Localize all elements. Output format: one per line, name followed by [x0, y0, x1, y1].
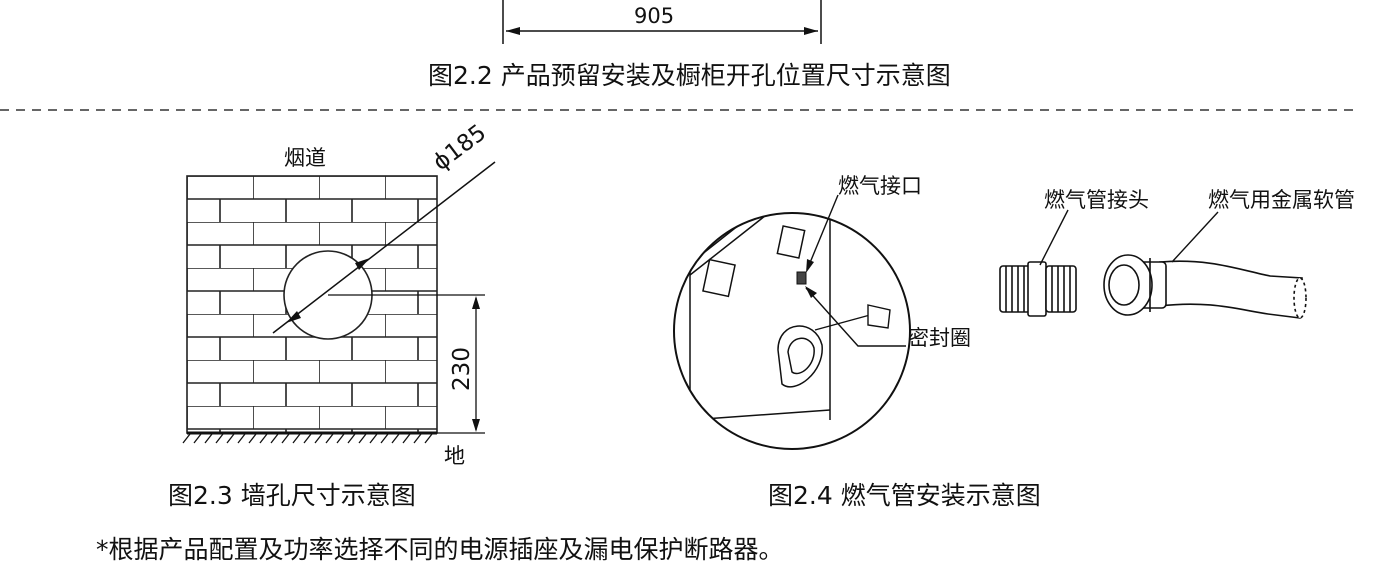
fitting-leader: [1039, 209, 1069, 266]
gas-inlet-detail: [673, 212, 911, 450]
diameter-leader: [272, 161, 496, 334]
fig22-caption: 图2.2 产品预留安装及橱柜开孔位置尺寸示意图: [428, 61, 951, 90]
hose-leader: [1171, 211, 1219, 263]
fig22-dimension: [502, 0, 822, 44]
fig22-dimension-value: 905: [634, 4, 675, 28]
fig24-caption: 图2.4 燃气管安装示意图: [768, 481, 1041, 510]
fitting-label: 燃气管接头: [1044, 188, 1149, 212]
flue-label: 烟道: [284, 146, 326, 170]
gas-pipe-fitting: [999, 261, 1077, 317]
seal-leader: [805, 287, 906, 347]
seal-label: 密封圈: [908, 326, 971, 350]
metal-hose: [1103, 254, 1307, 319]
height-dimension: [328, 294, 485, 434]
fig23-caption: 图2.3 墙孔尺寸示意图: [168, 481, 416, 510]
ground-label: 地: [444, 444, 465, 468]
footnote: *根据产品配置及功率选择不同的电源插座及漏电保护断路器。: [96, 535, 784, 564]
hose-label: 燃气用金属软管: [1208, 188, 1355, 212]
height-dimension-value: 230: [448, 347, 475, 391]
gas-inlet-leader: [806, 194, 839, 271]
gas-inlet-label: 燃气接口: [838, 174, 922, 198]
